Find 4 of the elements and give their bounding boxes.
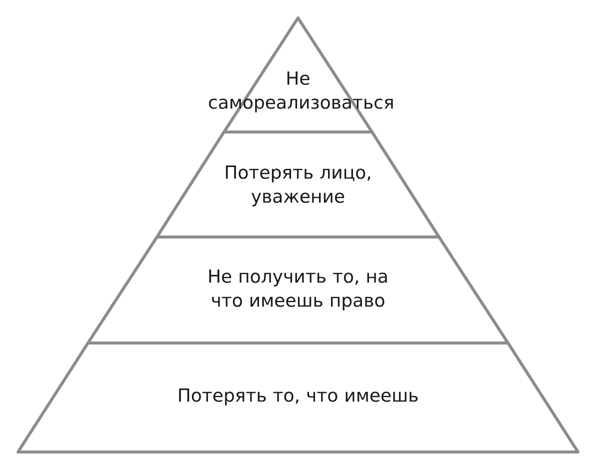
pyramid-level: Потерять то, что имеешь bbox=[16, 341, 580, 454]
pyramid-level: Не получить то, на что имеешь право bbox=[86, 235, 510, 344]
pyramid-level: Не самореализоваться bbox=[209, 16, 393, 134]
pyramid-level: Потерять лицо, уважение bbox=[156, 130, 440, 238]
